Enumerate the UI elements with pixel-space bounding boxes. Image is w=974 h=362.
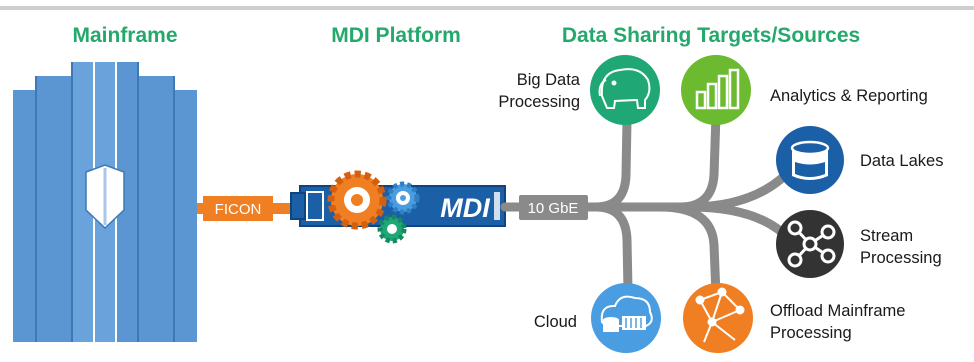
big-data-label-line1: Big Data [517,71,581,89]
offload-label-line1: Offload Mainframe [770,302,905,320]
orange-gear-icon [327,170,387,230]
stream-label-line1: Stream [860,227,913,245]
bar-chart-icon [695,68,740,110]
globe-network-icon [695,287,745,343]
ficon-label: FICON [215,201,262,218]
connector-offload [655,202,721,300]
targets-header: Data Sharing Targets/Sources [562,24,860,47]
offload-label-line2: Processing [770,324,852,342]
cloud-target [591,283,661,353]
big-data-target [590,55,660,125]
database-icon [790,140,830,180]
connector-cloud [591,202,633,295]
hadoop-elephant-icon [598,68,651,109]
connector-analytics [675,110,721,212]
big-data-label-line2: Processing [498,93,580,111]
data-lakes-label: Data Lakes [860,152,943,170]
cloud-label: Cloud [534,313,577,331]
mainframe-icon [13,62,197,342]
mainframe-header: Mainframe [72,24,177,47]
ethernet-badge [519,195,588,220]
connector-big-data [591,115,632,212]
ethernet-link: 10 GbE [519,195,588,220]
ethernet-label: 10 GbE [528,200,579,217]
cloud-storage-icon [600,295,653,332]
analytics-target [681,55,751,125]
stream-label-line2: Processing [860,249,942,267]
blue-gear-icon [386,181,420,215]
top-divider [0,6,974,10]
ficon-link: FICON [197,196,295,221]
stream-network-icon [787,220,836,268]
mdi-logo: MDI [440,193,490,223]
green-gear-icon [377,214,407,244]
offload-target [683,283,753,353]
ficon-badge [203,196,273,221]
data-lakes-target [776,126,844,194]
platform-header: MDI Platform [331,24,461,47]
stream-processing-target [776,210,844,278]
analytics-label: Analytics & Reporting [770,87,928,105]
